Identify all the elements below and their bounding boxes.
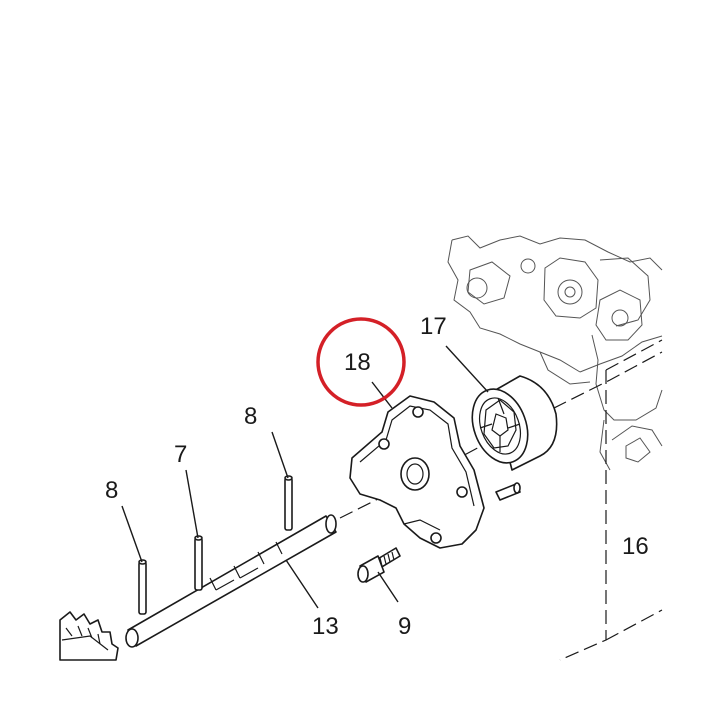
leader-13	[285, 559, 319, 609]
leader-8-left	[121, 505, 143, 563]
leader-8-right	[271, 431, 289, 479]
callout-18: 18	[344, 349, 371, 376]
engine-case	[447, 235, 663, 471]
callout-8-right: 8	[244, 403, 257, 430]
bracket-16	[559, 370, 607, 661]
pump-rotor	[471, 375, 558, 471]
callout-13: 13	[312, 613, 339, 640]
pump-cover	[349, 395, 485, 549]
drive-gear	[59, 611, 119, 661]
callout-7: 7	[174, 441, 187, 468]
callout-17: 17	[420, 313, 447, 340]
leader-18	[371, 381, 393, 409]
dowel-pin-middle	[194, 535, 203, 591]
highlight-circle	[316, 317, 406, 407]
leader-9	[377, 571, 399, 603]
callout-16: 16	[622, 533, 649, 560]
callout-8-left: 8	[105, 477, 118, 504]
bolt	[357, 547, 401, 583]
bracket-16-bottom	[605, 609, 663, 641]
dowel-pin-right	[284, 475, 293, 531]
leader-7	[185, 469, 199, 539]
pump-shaft	[125, 514, 337, 648]
callout-9: 9	[398, 613, 411, 640]
dowel-pin-left	[138, 559, 147, 615]
leader-17	[445, 345, 489, 393]
bracket-16-top	[605, 339, 663, 371]
dowel-pin-case	[495, 482, 521, 501]
